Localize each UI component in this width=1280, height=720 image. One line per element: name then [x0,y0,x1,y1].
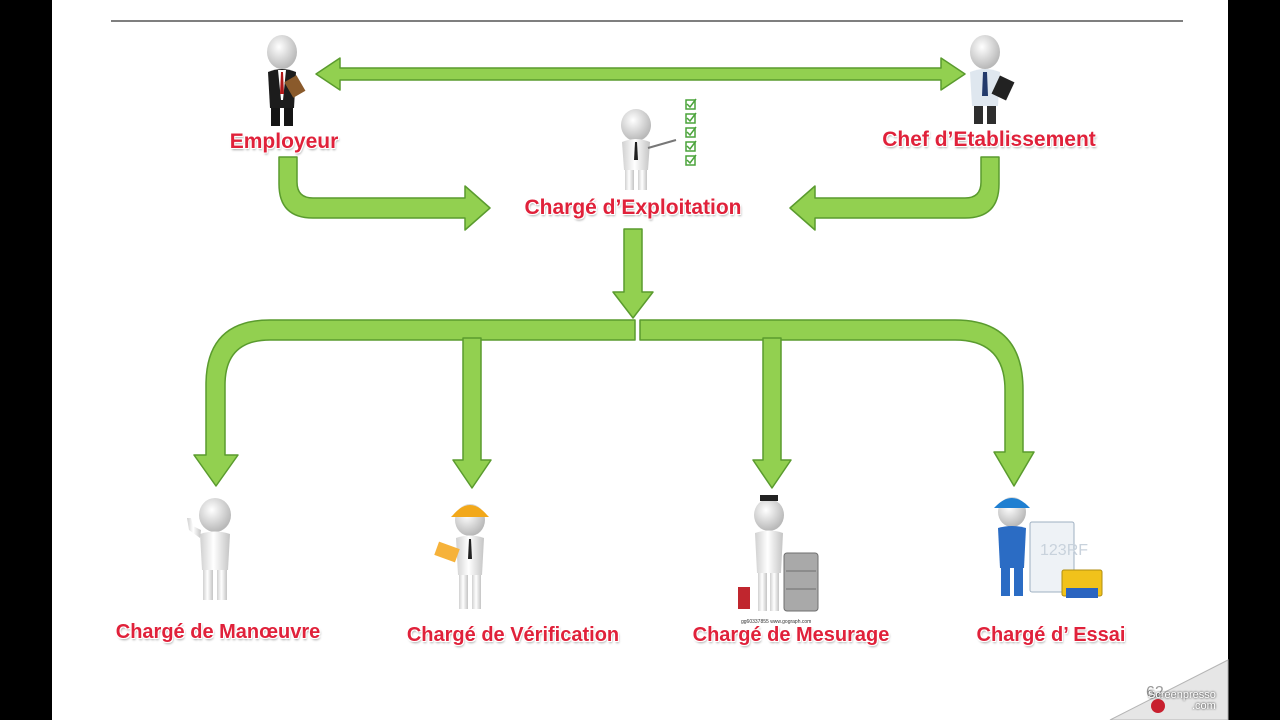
screenpresso-logo-icon [1151,699,1165,713]
essai-figure [994,497,1103,598]
employer-figure [267,35,306,126]
arrow-drop-verification [452,337,492,489]
checklist-icon [685,98,697,166]
top-divider-line [111,20,1183,22]
chef-figure [970,35,1015,124]
manoeuvre-figure [187,498,231,600]
arrow-branch-manoeuvre [193,319,636,487]
arrow-exploitation-down [612,228,654,319]
exploitation-figure [621,98,697,190]
double-arrow-employer-chef [315,57,966,91]
stock-caption: gg60337855 www.gograph.com [741,619,811,625]
label-charge-exploitation: Chargé d’Exploitation [524,196,742,219]
label-charge-manoeuvre: Chargé de Manœuvre [115,621,321,643]
mesurage-figure [738,495,819,612]
page-curl-decoration [1109,659,1229,720]
label-charge-mesurage: Chargé de Mesurage [692,624,890,646]
arrow-chef-to-exploitation [789,156,1000,231]
arrow-drop-mesurage [752,337,792,489]
label-employeur: Employeur [229,130,339,153]
arrow-branch-essai [639,319,1035,487]
screenpresso-watermark: Screenpresso .com [1148,690,1216,712]
watermark-line1: Screenpresso [1148,689,1216,701]
page-number: 62 [1146,684,1164,701]
label-charge-essai: Chargé d’ Essai [976,624,1126,646]
label-charge-verification: Chargé de Vérification [406,624,620,646]
watermark-line2: .com [1192,700,1216,712]
label-chef-etablissement: Chef d’Etablissement [882,128,1096,151]
board-text: 123RF [1040,542,1088,559]
arrow-employer-to-exploitation [278,156,491,231]
verification-figure [434,504,489,609]
